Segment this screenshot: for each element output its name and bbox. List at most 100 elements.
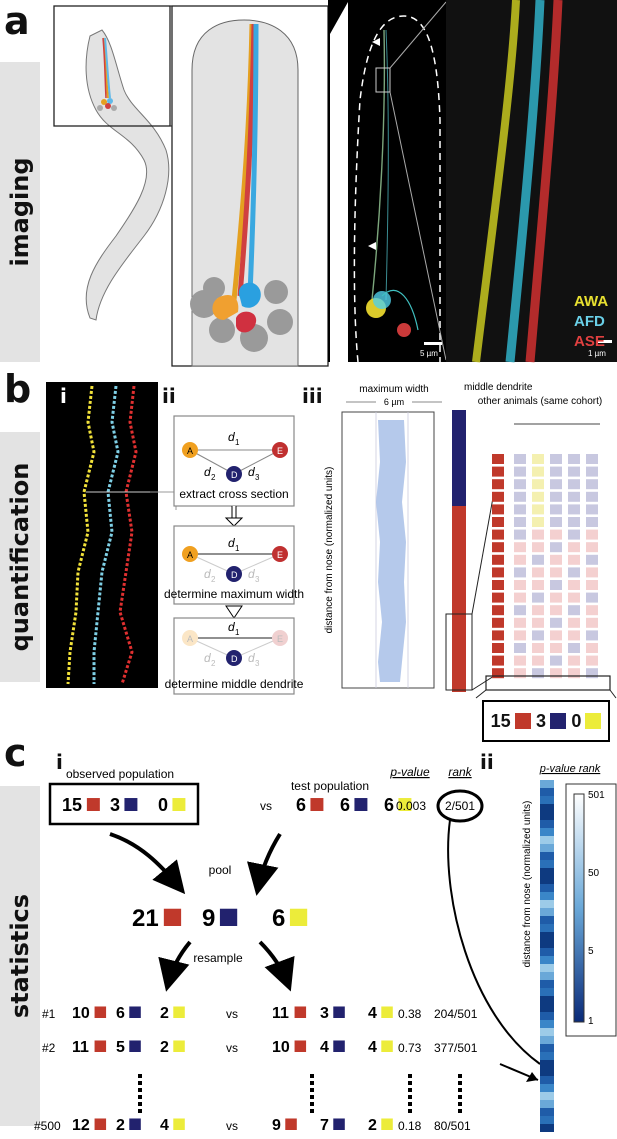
svg-text:E: E: [277, 446, 283, 456]
heatmap-cell: [586, 630, 598, 641]
svg-text:2: 2: [211, 575, 216, 584]
rank-band: [540, 836, 554, 844]
resample-b-swatch: [333, 1006, 345, 1018]
rank-axis-label: distance from nose (normalized units): [522, 801, 533, 968]
panel-letter-b: b: [4, 367, 32, 411]
sidebar-statistics: statistics: [0, 786, 40, 1126]
heatmap-cell: [514, 668, 526, 679]
resample-rank: 80/501: [434, 1119, 471, 1133]
legend-ase: ASE: [574, 333, 605, 350]
heatmap-cell: [532, 454, 544, 464]
heatmap-cell: [586, 592, 598, 603]
resample-a-swatch: [173, 1040, 185, 1052]
count-summary-box: 15 3 0: [482, 700, 610, 742]
heatmap-cell: [586, 617, 598, 628]
tick-5: 5: [588, 946, 594, 957]
heatmap-cell: [532, 554, 544, 565]
rank-band: [540, 1124, 554, 1132]
rank-band: [540, 996, 554, 1004]
resample-a-count: 6: [116, 1005, 125, 1022]
heatmap-cell: [586, 479, 598, 490]
resample-vs: vs: [226, 1119, 238, 1133]
heatmap-cell: [514, 517, 526, 527]
resample-a-count: 2: [160, 1005, 169, 1022]
resample-b-swatch: [333, 1118, 345, 1130]
rank-band: [540, 1100, 554, 1108]
heatmap-cell: [514, 592, 526, 603]
max-width-panel: maximum width 6 µm distance from nose (n…: [324, 384, 442, 689]
subpanel-c-i: i: [56, 750, 63, 774]
svg-text:d: d: [228, 430, 235, 444]
heatmap-cell: [532, 605, 544, 616]
top-rank: 2/501: [445, 799, 475, 813]
heatmap-cell: [550, 643, 562, 653]
heatmap-cell: [532, 655, 544, 666]
observed-count: 15: [62, 795, 82, 815]
svg-text:E: E: [277, 550, 283, 560]
heatmap-cell: [586, 517, 598, 527]
subpanel-b-iii: iii: [302, 384, 323, 408]
svg-text:A: A: [187, 634, 193, 644]
resample-b-count: 11: [272, 1005, 289, 1022]
top-pvalue: 0.003: [396, 799, 426, 813]
resample-b-swatch: [381, 1006, 393, 1018]
rank-band: [540, 780, 554, 788]
heatmap-cell: [532, 617, 544, 628]
heatmap-cell: [492, 491, 504, 502]
svg-text:d: d: [248, 651, 255, 665]
heatmap-cell: [492, 542, 504, 553]
worm-schematic: [53, 5, 329, 367]
heatmap-cell: [550, 655, 562, 666]
resample-a-count: 11: [72, 1039, 89, 1056]
zoom-lines: [389, 1, 447, 361]
heatmap-cell: [586, 567, 598, 578]
heatmap-cell: [514, 554, 526, 565]
pooled-swatch: [219, 908, 238, 926]
heatmap-cell: [514, 466, 526, 477]
step-middle-dendrite: determine middle dendrite: [165, 677, 304, 691]
svg-text:D: D: [231, 654, 238, 664]
traced-dendrites: [46, 382, 158, 688]
heatmap-cell: [492, 605, 504, 616]
tick-1: 1: [588, 1016, 594, 1027]
rank-band: [540, 1108, 554, 1116]
heatmap-cell: [514, 454, 526, 464]
heatmap-cell: [550, 517, 562, 527]
heatmap-cell: [568, 655, 580, 666]
heatmap-cell: [550, 605, 562, 616]
resample-a-swatch: [94, 1040, 107, 1052]
resample-b-swatch: [294, 1006, 307, 1018]
heatmap-cell: [492, 617, 504, 628]
svg-text:d: d: [248, 567, 255, 581]
legend-afd: AFD: [574, 313, 605, 330]
tick-501: 501: [588, 790, 605, 801]
svg-text:d: d: [228, 536, 235, 550]
observed-swatch: [172, 798, 186, 811]
rank-band: [540, 956, 554, 964]
test-label: test population: [291, 779, 369, 793]
rank-band: [540, 932, 554, 940]
heatmap-cell: [492, 454, 504, 464]
svg-text:3: 3: [255, 659, 260, 668]
rank-band: [540, 980, 554, 988]
fluorescence-image-zoom: 1 µm AWA AFD ASE: [446, 0, 617, 363]
heatmap-cell: [514, 655, 526, 666]
heatmap-cell: [550, 504, 562, 515]
heatmap-cell: [514, 479, 526, 490]
observed-swatch: [124, 798, 138, 811]
ellipsis-dots: [138, 1074, 462, 1116]
heatmap-cell: [550, 668, 562, 679]
heatmap-cell: [532, 668, 544, 679]
observed-count: 0: [158, 795, 168, 815]
resample-a-swatch: [173, 1118, 185, 1130]
heatmap-cell: [532, 542, 544, 553]
resample-a-swatch: [129, 1006, 141, 1018]
scale-bar-left: 5 µm: [420, 349, 438, 358]
heatmap-cell: [568, 554, 580, 565]
tick-50: 50: [588, 868, 600, 879]
rank-title: p-value rank: [539, 763, 601, 775]
svg-text:1: 1: [235, 628, 240, 637]
rank-band: [540, 804, 554, 812]
heatmap-cell: [492, 567, 504, 578]
rank-band: [540, 988, 554, 996]
